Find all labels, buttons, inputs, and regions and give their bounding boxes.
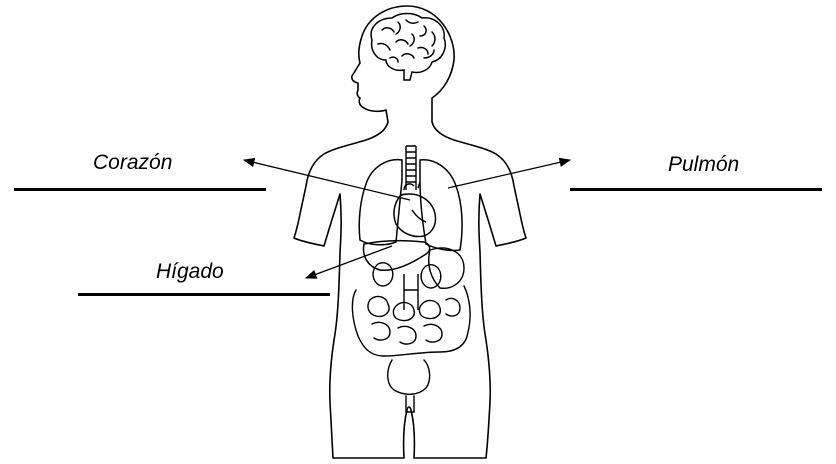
left-lung xyxy=(358,158,403,246)
arrow-liver xyxy=(304,245,393,279)
body-outline xyxy=(293,5,527,459)
label-liver: Hígado xyxy=(156,260,224,283)
heart xyxy=(393,181,437,238)
brain xyxy=(370,12,446,81)
liver xyxy=(362,239,431,271)
answer-line-lung xyxy=(570,188,822,191)
arrow-lung xyxy=(447,157,572,189)
lungs xyxy=(358,158,463,252)
arrow-heart xyxy=(242,157,411,201)
right-lung xyxy=(419,159,463,252)
label-lung: Pulmón xyxy=(668,153,740,176)
pointer-arrows xyxy=(242,157,572,279)
answer-line-heart xyxy=(14,188,266,191)
stomach-kidneys xyxy=(372,247,465,310)
intestines xyxy=(351,285,471,413)
label-heart: Corazón xyxy=(93,151,173,174)
answer-line-liver xyxy=(78,293,330,296)
trachea xyxy=(405,145,417,190)
